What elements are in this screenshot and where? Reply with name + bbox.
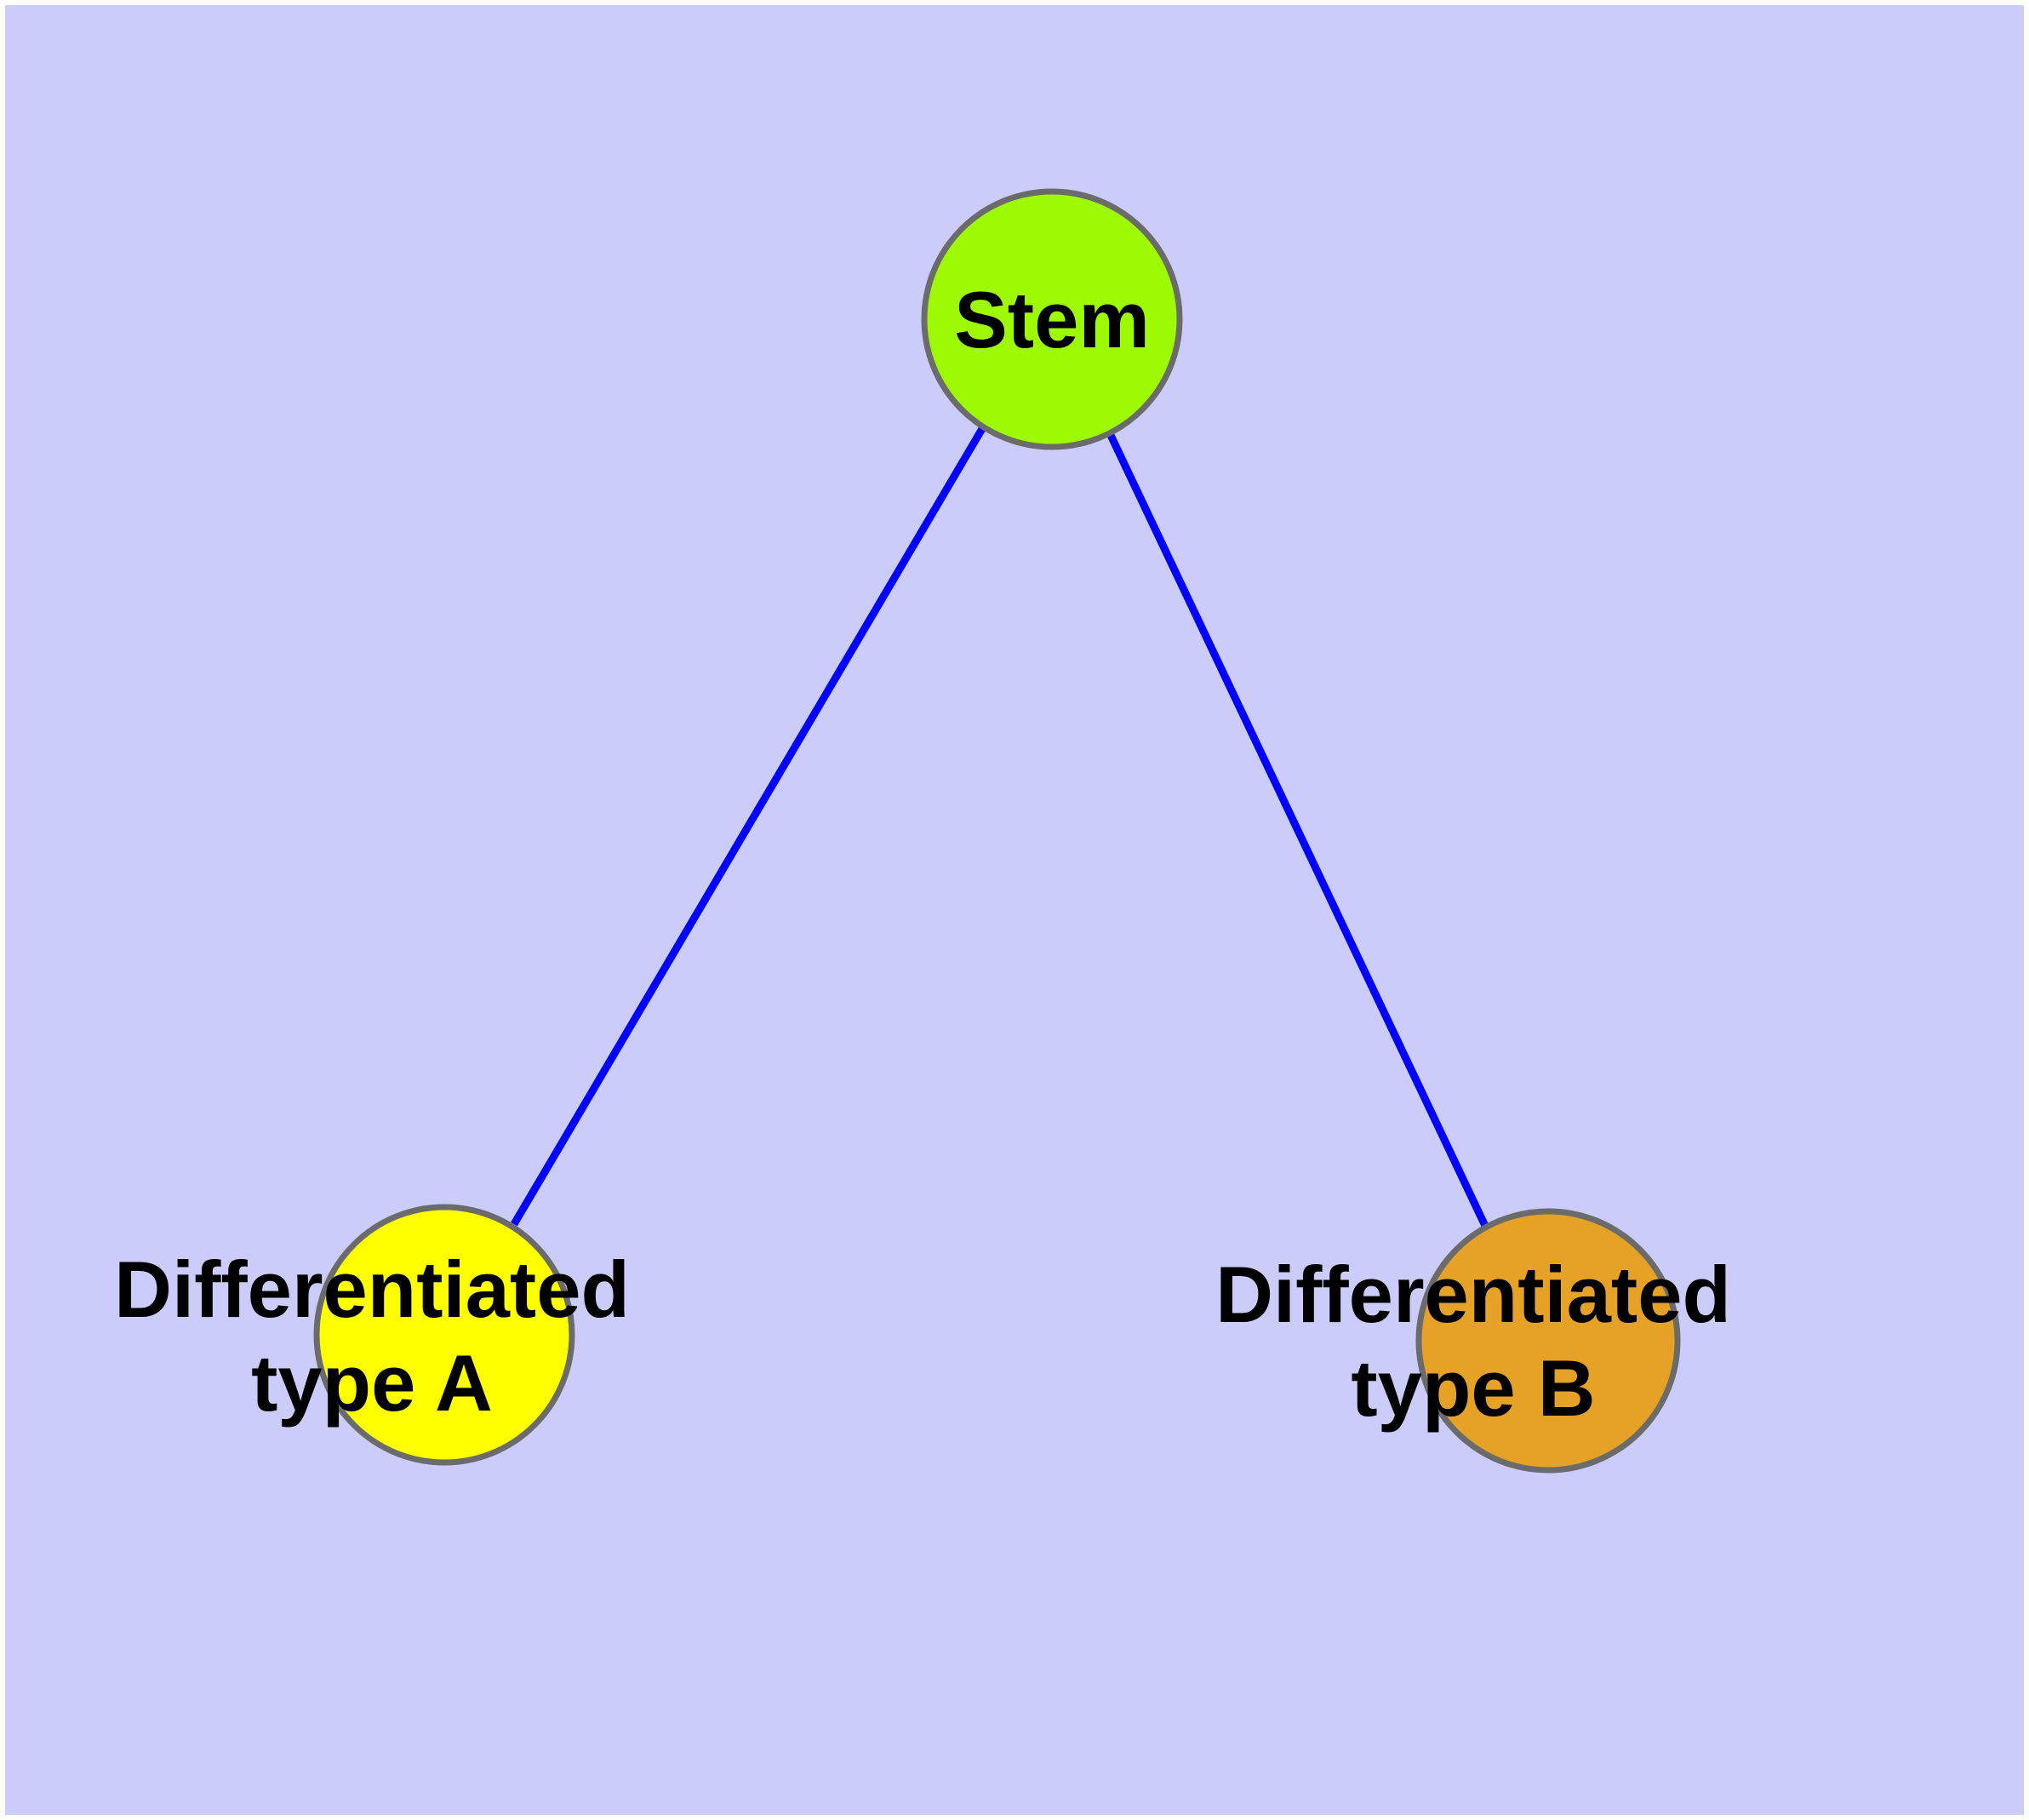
node-label-stem: Stem [954,275,1150,364]
graph-node-stem[interactable] [921,188,1183,450]
graph-node-diff_b[interactable] [1415,1208,1681,1474]
node-label-line: Differentiated [1215,1250,1731,1339]
graph-node-diff_a[interactable] [313,1204,575,1466]
node-label-line: type B [1351,1343,1595,1433]
node-label-line: Differentiated [114,1245,630,1334]
edges-layer [511,425,1489,1228]
graph-edge-stem-to-diff-b[interactable] [1105,430,1489,1228]
node-label-line: type A [251,1338,493,1428]
graph-edge-stem-to-diff-a[interactable] [511,425,986,1227]
nodes-layer [313,188,1681,1474]
node-label-line: Stem [954,275,1150,364]
